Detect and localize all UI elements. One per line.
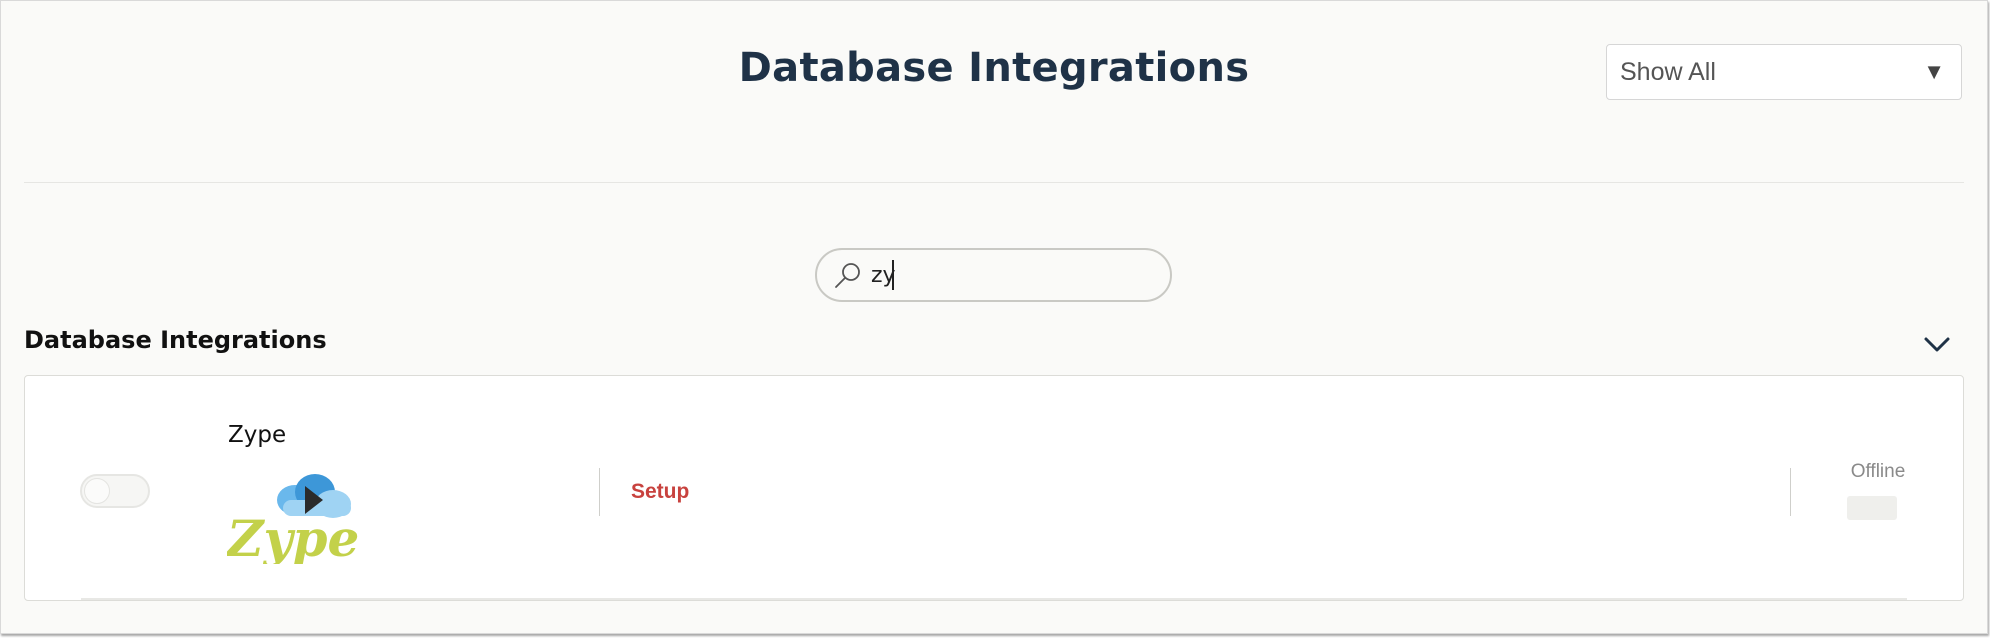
- card-bottom-border: [81, 598, 1907, 600]
- integration-name: Zype: [228, 422, 287, 448]
- column-separator: [599, 468, 600, 516]
- status-badge: [1847, 496, 1897, 520]
- integration-card: Zype Zype Setup Offline: [24, 375, 1964, 601]
- section-title: Database Integrations: [24, 326, 327, 354]
- integration-toggle[interactable]: [80, 474, 150, 508]
- search-box[interactable]: [815, 248, 1172, 302]
- page-title: Database Integrations: [738, 45, 1250, 91]
- search-input[interactable]: [871, 262, 1141, 288]
- search-icon: [835, 263, 860, 288]
- filter-selected-value: Show All: [1620, 57, 1716, 86]
- header-divider: [24, 182, 1964, 183]
- logo-wordmark: Zype: [227, 509, 359, 564]
- chevron-down-icon[interactable]: [1921, 331, 1953, 357]
- status-label: Offline: [1850, 461, 1906, 482]
- text-cursor: [892, 260, 894, 290]
- zype-logo: Zype: [227, 474, 359, 564]
- column-separator: [1790, 468, 1791, 516]
- setup-link[interactable]: Setup: [631, 480, 690, 503]
- toggle-knob: [84, 478, 110, 504]
- filter-dropdown[interactable]: Show All ▼: [1606, 44, 1962, 100]
- caret-down-icon: ▼: [1923, 59, 1945, 84]
